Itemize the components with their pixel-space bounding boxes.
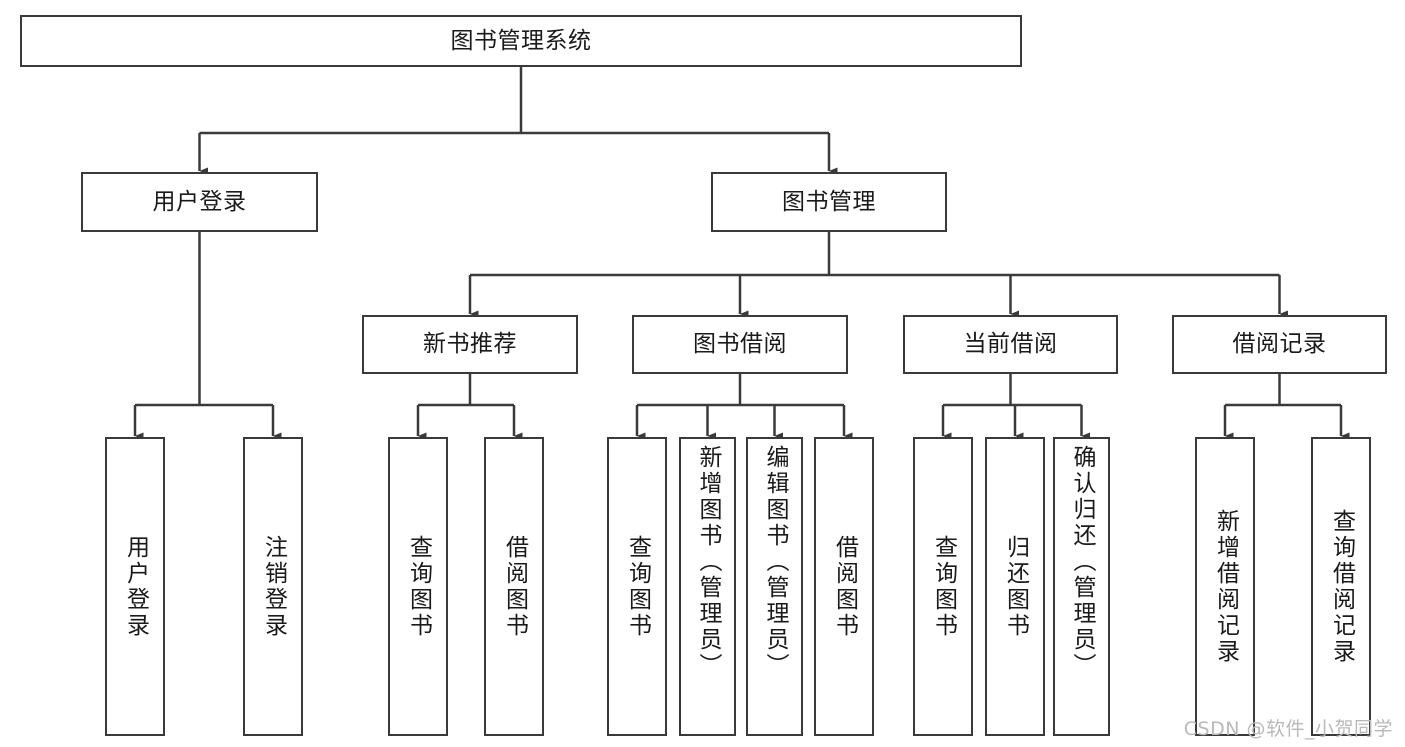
node-leaf-query-record[interactable]: 查询借阅记录 — [1311, 437, 1371, 736]
node-label-leaf-return-book: 归还图书 — [1002, 534, 1029, 639]
node-label-user-login: 用户登录 — [152, 188, 247, 215]
node-label-leaf-user-logout: 注销登录 — [260, 534, 287, 639]
node-root[interactable]: 图书管理系统 — [20, 15, 1022, 67]
node-borrow-record[interactable]: 借阅记录 — [1172, 315, 1387, 374]
connector-lines — [133, 67, 1350, 440]
node-label-leaf-add-book: 新增图书（管理员） — [695, 445, 721, 679]
node-leaf-user-login[interactable]: 用户登录 — [105, 437, 165, 736]
node-user-login[interactable]: 用户登录 — [81, 172, 318, 232]
node-current-borrow[interactable]: 当前借阅 — [903, 315, 1118, 374]
node-leaf-query-book-3[interactable]: 查询图书 — [913, 437, 973, 736]
node-label-borrow-record: 借阅记录 — [1232, 331, 1327, 358]
node-label-leaf-user-login: 用户登录 — [122, 534, 149, 639]
node-leaf-add-record[interactable]: 新增借阅记录 — [1195, 437, 1255, 736]
node-label-leaf-borrow-book-2: 借阅图书 — [831, 534, 858, 639]
node-leaf-borrow-book-1[interactable]: 借阅图书 — [484, 437, 544, 736]
node-label-leaf-edit-book: 编辑图书（管理员） — [762, 445, 788, 679]
node-leaf-user-logout[interactable]: 注销登录 — [243, 437, 303, 736]
node-label-leaf-query-record: 查询借阅记录 — [1328, 508, 1355, 665]
node-leaf-query-book-1[interactable]: 查询图书 — [388, 437, 448, 736]
node-label-book-borrow: 图书借阅 — [693, 331, 787, 358]
node-new-book-rec[interactable]: 新书推荐 — [362, 315, 578, 374]
node-label-leaf-confirm-return: 确认归还（管理员） — [1069, 445, 1095, 679]
node-label-leaf-query-book-1: 查询图书 — [405, 534, 432, 639]
node-leaf-return-book[interactable]: 归还图书 — [985, 437, 1045, 736]
node-leaf-add-book[interactable]: 新增图书（管理员） — [679, 437, 736, 736]
node-label-book-manage: 图书管理 — [782, 188, 876, 215]
node-leaf-query-book-2[interactable]: 查询图书 — [607, 437, 667, 736]
node-leaf-edit-book[interactable]: 编辑图书（管理员） — [746, 437, 803, 736]
node-label-new-book-rec: 新书推荐 — [423, 331, 517, 358]
node-leaf-borrow-book-2[interactable]: 借阅图书 — [814, 437, 874, 736]
node-label-leaf-query-book-2: 查询图书 — [624, 534, 651, 639]
node-label-leaf-query-book-3: 查询图书 — [930, 534, 957, 639]
node-label-root: 图书管理系统 — [450, 27, 592, 54]
node-book-manage[interactable]: 图书管理 — [711, 172, 947, 232]
node-label-current-borrow: 当前借阅 — [963, 331, 1058, 358]
node-book-borrow[interactable]: 图书借阅 — [632, 315, 848, 374]
node-label-leaf-add-record: 新增借阅记录 — [1212, 508, 1239, 665]
node-leaf-confirm-return[interactable]: 确认归还（管理员） — [1053, 437, 1110, 736]
node-label-leaf-borrow-book-1: 借阅图书 — [501, 534, 528, 639]
